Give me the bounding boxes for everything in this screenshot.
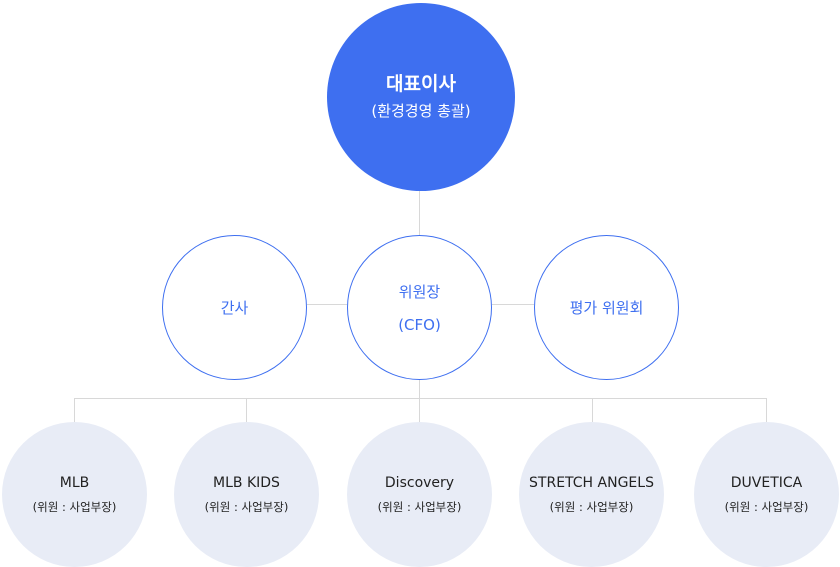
brand-name: Discovery bbox=[384, 474, 455, 491]
evaluation-committee-node: 평가 위원회 bbox=[534, 235, 679, 380]
brand-role: (위원 : 사업부장) bbox=[377, 499, 462, 514]
connector-committee-down bbox=[419, 380, 420, 398]
connector-drop-mlb-kids bbox=[246, 398, 247, 422]
brand-name: DUVETICA bbox=[730, 474, 803, 491]
brand-node-mlb-kids: MLB KIDS (위원 : 사업부장) bbox=[174, 422, 319, 567]
committee-head-subtitle: (CFO) bbox=[398, 316, 441, 334]
connector-ceo-to-committee bbox=[419, 191, 420, 235]
connector-auditor-to-committee bbox=[307, 304, 347, 305]
brand-role: (위원 : 사업부장) bbox=[549, 499, 634, 514]
connector-committee-to-evaluation bbox=[492, 304, 534, 305]
brand-role: (위원 : 사업부장) bbox=[32, 499, 117, 514]
brand-name: MLB KIDS bbox=[213, 474, 280, 491]
brand-node-discovery: Discovery (위원 : 사업부장) bbox=[347, 422, 492, 567]
ceo-node: 대표이사 (환경경영 총괄) bbox=[327, 3, 515, 191]
connector-horizontal-bus bbox=[74, 398, 767, 399]
connector-drop-mlb bbox=[74, 398, 75, 422]
brand-role: (위원 : 사업부장) bbox=[204, 499, 289, 514]
connector-drop-discovery bbox=[419, 398, 420, 422]
committee-head-title: 위원장 bbox=[398, 283, 441, 301]
brand-name: STRETCH ANGELS bbox=[529, 474, 654, 491]
ceo-title: 대표이사 bbox=[386, 73, 456, 96]
brand-node-mlb: MLB (위원 : 사업부장) bbox=[2, 422, 147, 567]
connector-drop-duvetica bbox=[766, 398, 767, 422]
committee-head-node: 위원장 (CFO) bbox=[347, 235, 492, 380]
brand-role: (위원 : 사업부장) bbox=[724, 499, 809, 514]
evaluation-committee-label: 평가 위원회 bbox=[569, 299, 644, 317]
auditor-node: 간사 bbox=[162, 235, 307, 380]
connector-drop-stretch-angels bbox=[592, 398, 593, 422]
auditor-label: 간사 bbox=[220, 299, 249, 317]
brand-node-stretch-angels: STRETCH ANGELS (위원 : 사업부장) bbox=[519, 422, 664, 567]
brand-name: MLB bbox=[59, 474, 90, 491]
ceo-subtitle: (환경경영 총괄) bbox=[371, 101, 471, 120]
brand-node-duvetica: DUVETICA (위원 : 사업부장) bbox=[694, 422, 839, 567]
